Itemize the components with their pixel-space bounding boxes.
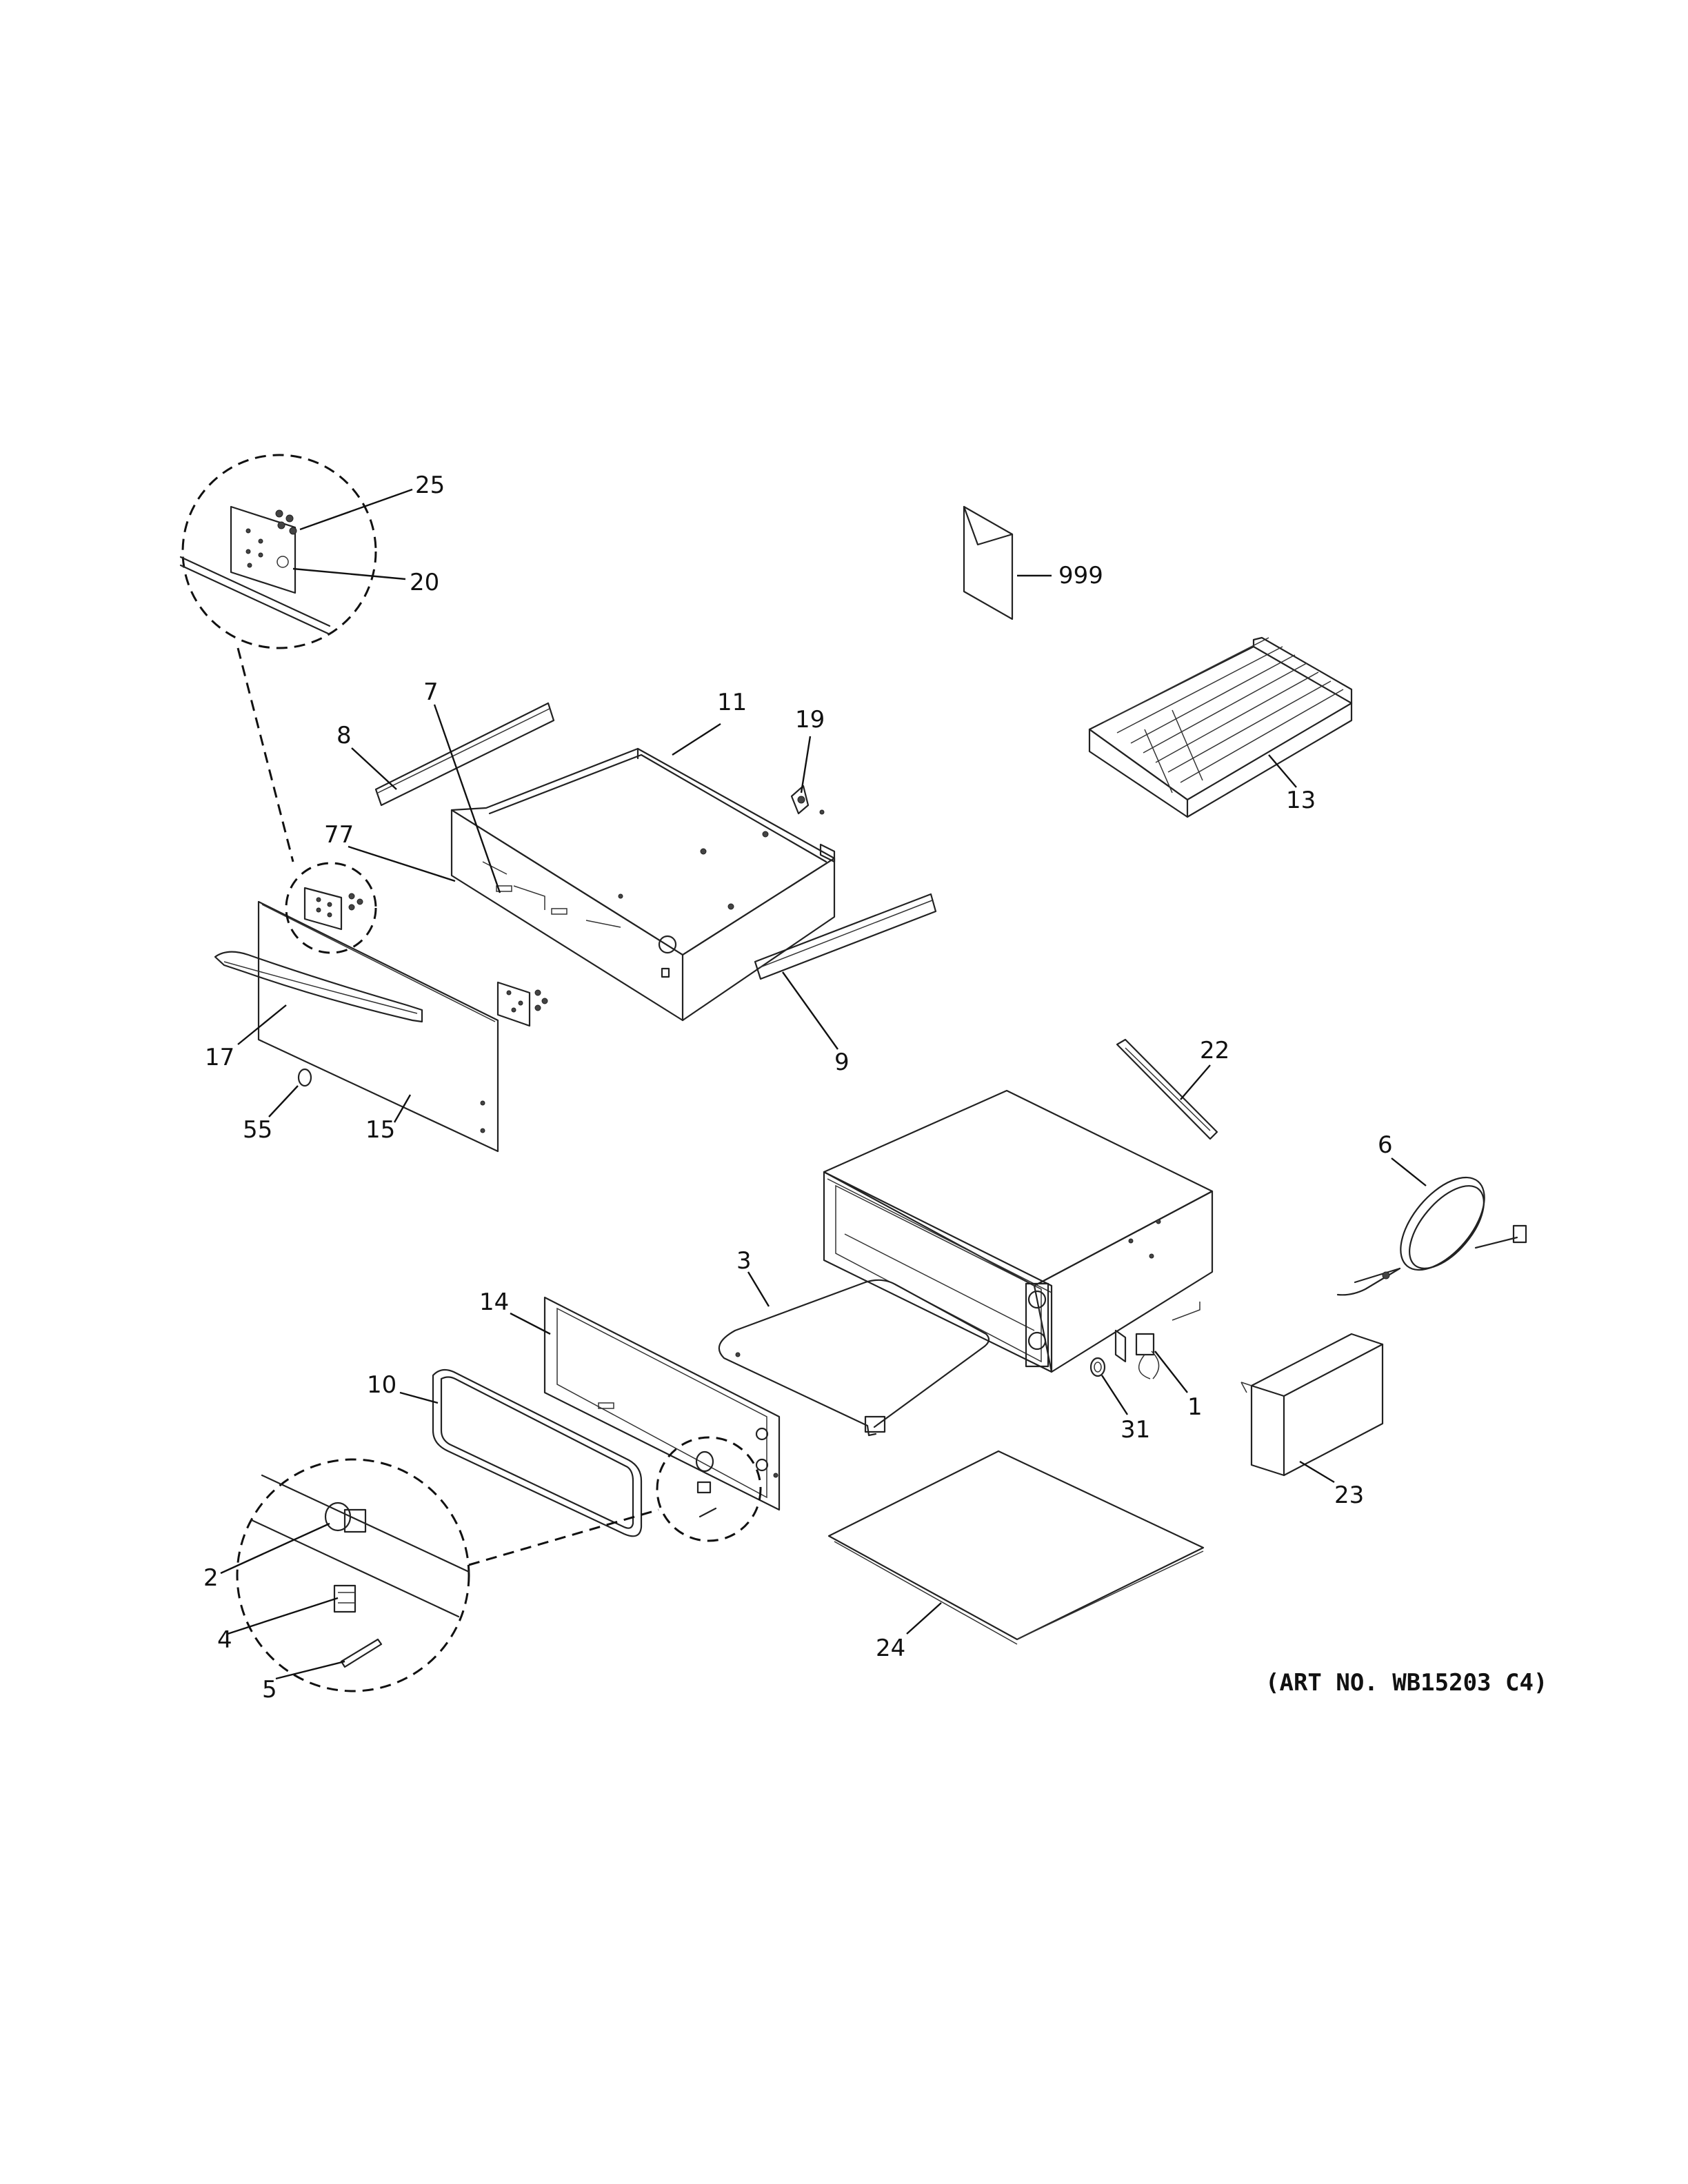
callout-13: 13 <box>1286 787 1316 814</box>
callout-3: 3 <box>736 1247 752 1275</box>
detail-circle-controls <box>236 1458 470 1692</box>
detail-circle-mount <box>285 862 377 954</box>
wire-rack <box>1088 636 1353 818</box>
literature-envelope <box>963 505 1014 620</box>
terminal-block <box>1114 1302 1200 1379</box>
callout-8: 8 <box>336 722 352 749</box>
callout-20: 20 <box>410 569 439 596</box>
slide-bracket <box>790 785 825 815</box>
callout-23: 23 <box>1334 1482 1364 1509</box>
callout-6: 6 <box>1378 1131 1393 1159</box>
callout-999: 999 <box>1058 562 1103 589</box>
door-gasket <box>432 1368 643 1537</box>
drawer-handle <box>214 951 423 1023</box>
detail-link-line-lower <box>468 1508 659 1566</box>
callout-17: 17 <box>205 1044 234 1071</box>
callout-11: 11 <box>717 689 747 716</box>
mount-plate <box>496 981 548 1027</box>
bottom-panel <box>827 1450 1205 1645</box>
drawer-front-panel <box>257 900 499 1153</box>
drawer-slide-left <box>374 702 555 807</box>
indicator-light <box>297 1068 312 1087</box>
power-cord <box>1336 1176 1527 1296</box>
callout-19: 19 <box>795 706 825 734</box>
rear-cover <box>1240 1333 1384 1477</box>
callout-22: 22 <box>1200 1037 1229 1064</box>
callout-25: 25 <box>415 472 445 499</box>
callout-5: 5 <box>262 1676 277 1703</box>
leader-lines <box>220 488 1427 1680</box>
detail-circle-switch <box>656 1436 762 1542</box>
callout-4: 4 <box>217 1626 232 1654</box>
callout-24: 24 <box>876 1635 905 1662</box>
detail-circle-bracket <box>179 454 377 649</box>
drawer-slide-right <box>754 893 937 980</box>
outer-cabinet <box>823 1089 1214 1373</box>
callout-9: 9 <box>834 1049 850 1076</box>
callout-15: 15 <box>365 1116 395 1144</box>
callout-55: 55 <box>243 1116 272 1144</box>
grommet <box>1089 1357 1106 1377</box>
callout-10: 10 <box>367 1371 396 1399</box>
heating-element <box>718 1279 990 1437</box>
detail-link-line <box>237 647 294 862</box>
inner-front-panel <box>543 1296 781 1511</box>
callout-31: 31 <box>1121 1416 1150 1444</box>
rail-bracket <box>1116 1038 1218 1140</box>
callout-2: 2 <box>203 1564 219 1592</box>
callout-labels: 25 20 999 8 7 11 19 13 77 9 17 55 15 22 … <box>203 472 1393 1703</box>
callout-7: 7 <box>423 678 439 706</box>
art-number: (ART NO. WB15203 C4) <box>1265 1669 1547 1697</box>
callout-1: 1 <box>1187 1393 1203 1421</box>
callout-77: 77 <box>324 821 354 849</box>
drawer-box <box>450 747 836 1022</box>
callout-14: 14 <box>479 1288 509 1316</box>
